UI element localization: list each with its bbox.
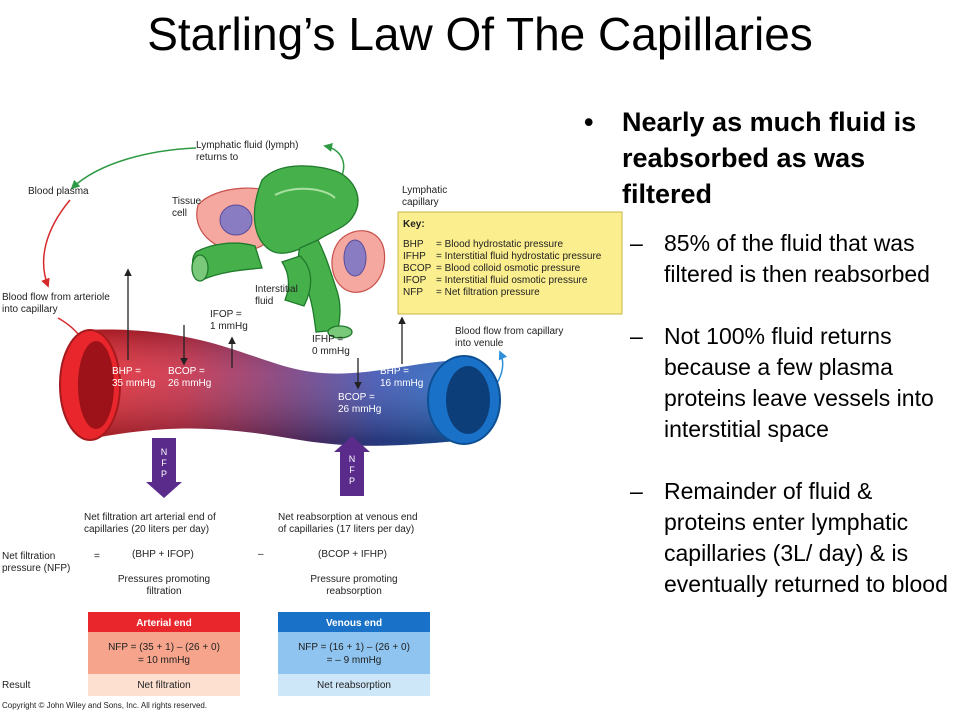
tissue-cell-right	[331, 230, 386, 293]
promote-filtration-line2: filtration	[146, 586, 181, 597]
venule-flow-label-line1: Blood flow from capillary	[455, 326, 563, 337]
arterial-result: Net filtration	[137, 680, 190, 691]
bcop-arterial-value: 26 mmHg	[168, 378, 211, 389]
nfp-label-line1: Net filtration	[2, 551, 55, 562]
ifhp-value: 0 mmHg	[312, 346, 350, 357]
lymphatic-capillary	[191, 165, 359, 339]
bcop-venous-label: BCOP =	[338, 392, 375, 403]
nfp-letter-n-right: N	[349, 454, 356, 464]
equals-sign: =	[94, 551, 100, 562]
slide-title: Starling’s Law Of The Capillaries	[147, 8, 813, 60]
sub-bullet-marker: –	[630, 323, 643, 349]
minus-sign: –	[258, 549, 264, 560]
arterial-end-header: Arterial end	[136, 618, 192, 629]
key-desc-bhp: = Blood hydrostatic pressure	[436, 239, 563, 250]
main-bullet: • Nearly as much fluid is reabsorbed as …	[584, 104, 956, 212]
bullet-marker: •	[584, 107, 594, 137]
lymph-return-arrow	[70, 147, 197, 190]
filtration-term: (BHP + IFOP)	[132, 549, 194, 560]
venous-caption-line1: Net reabsorption at venous end	[278, 512, 418, 523]
bhp-venous-value: 16 mmHg	[380, 378, 423, 389]
key-desc-ifop: = Interstitial fluid osmotic pressure	[436, 275, 588, 286]
arteriole-flow-label-line2: into capillary	[2, 304, 58, 315]
venous-result: Net reabsorption	[317, 680, 391, 691]
sub-bullet-text: Not 100% fluid returns because a few pla…	[664, 323, 934, 442]
sub-bullets: – 85% of the fluid that was filtered is …	[584, 228, 956, 600]
sub-bullet-marker: –	[630, 230, 643, 256]
key-desc-nfp: = Net filtration pressure	[436, 287, 540, 298]
key-box: Key: BHP = Blood hydrostatic pressure IF…	[397, 211, 623, 315]
lymph-return-label-line1: Lymphatic fluid (lymph)	[196, 140, 298, 151]
bullet-list: • Nearly as much fluid is reabsorbed as …	[584, 104, 956, 631]
bhp-arterial-value: 35 mmHg	[112, 378, 155, 389]
key-abbr-nfp: NFP	[403, 287, 423, 298]
main-bullet-text: Nearly as much fluid is reabsorbed as wa…	[622, 107, 917, 209]
bcop-arterial-label: BCOP =	[168, 366, 205, 377]
key-desc-bcop: = Blood colloid osmotic pressure	[436, 263, 581, 274]
ifop-label: IFOP =	[210, 309, 242, 320]
venule-flow-label-line2: into venule	[455, 338, 504, 349]
interstitial-fluid-label-line2: fluid	[255, 296, 273, 307]
sub-bullet-text: Remainder of fluid & proteins enter lymp…	[664, 478, 948, 597]
plasma-to-arteriole-arrow	[41, 199, 71, 288]
key-abbr-bhp: BHP	[403, 239, 424, 250]
promote-reabsorption-line2: reabsorption	[326, 586, 382, 597]
ifhp-label: IFHP =	[312, 334, 343, 345]
sub-bullet-3: – Remainder of fluid & proteins enter ly…	[584, 476, 956, 600]
venous-nfp-calc: NFP = (16 + 1) – (26 + 0)	[298, 642, 410, 653]
tissue-cell-label-line1: Tissue	[172, 196, 202, 207]
promote-reabsorption-line1: Pressure promoting	[310, 574, 397, 585]
arteriole-flow-label-line1: Blood flow from arteriole	[2, 292, 110, 303]
nfp-filtration-arrow	[146, 438, 182, 498]
nfp-label-line2: pressure (NFP)	[2, 563, 70, 574]
nfp-letter-f-left: F	[161, 458, 167, 468]
venous-end-header: Venous end	[326, 618, 382, 629]
sub-bullet-text: 85% of the fluid that was filtered is th…	[664, 230, 930, 287]
tissue-cell-label-line2: cell	[172, 208, 187, 219]
bcop-venous-value: 26 mmHg	[338, 404, 381, 415]
venous-caption-line2: of capillaries (17 liters per day)	[278, 524, 414, 535]
nfp-letter-n-left: N	[161, 447, 168, 457]
interstitial-fluid-label-line1: Interstitial	[255, 284, 298, 295]
arterial-caption-line2: capillaries (20 liters per day)	[84, 524, 209, 535]
key-title: Key:	[403, 219, 425, 230]
bhp-arterial-label: BHP =	[112, 366, 141, 377]
copyright: Copyright © John Wiley and Sons, Inc. Al…	[2, 701, 207, 710]
key-abbr-ifhp: IFHP	[403, 251, 426, 262]
venous-nfp-result: = – 9 mmHg	[327, 655, 382, 666]
sub-bullet-marker: –	[630, 478, 643, 504]
arterial-nfp-calc: NFP = (35 + 1) – (26 + 0)	[108, 642, 220, 653]
result-label: Result	[2, 680, 31, 691]
lymphatic-capillary-label-line1: Lymphatic	[402, 185, 447, 196]
arterial-caption-line1: Net filtration art arterial end of	[84, 512, 216, 523]
arterial-nfp-result: = 10 mmHg	[138, 655, 190, 666]
key-desc-ifhp: = Interstitial fluid hydrostatic pressur…	[436, 251, 602, 262]
nfp-reabsorption-arrow	[334, 436, 370, 496]
sub-bullet-2: – Not 100% fluid returns because a few p…	[584, 321, 956, 445]
ifop-value: 1 mmHg	[210, 321, 248, 332]
reabsorption-term: (BCOP + IFHP)	[318, 549, 387, 560]
promote-filtration-line1: Pressures promoting	[118, 574, 210, 585]
arterial-end-table: Arterial end NFP = (35 + 1) – (26 + 0) =…	[88, 612, 240, 696]
nfp-letter-f-right: F	[349, 465, 355, 475]
bhp-venous-label: BHP =	[380, 366, 409, 377]
key-abbr-ifop: IFOP	[403, 275, 427, 286]
venous-end-table: Venous end NFP = (16 + 1) – (26 + 0) = –…	[278, 612, 430, 696]
lymph-return-label-line2: returns to	[196, 152, 239, 163]
sub-bullet-1: – 85% of the fluid that was filtered is …	[584, 228, 956, 290]
blood-plasma-label: Blood plasma	[28, 186, 89, 197]
key-abbr-bcop: BCOP	[403, 263, 432, 274]
nfp-letter-p-right: P	[349, 476, 355, 486]
lymphatic-capillary-label-line2: capillary	[402, 197, 439, 208]
nfp-letter-p-left: P	[161, 469, 167, 479]
